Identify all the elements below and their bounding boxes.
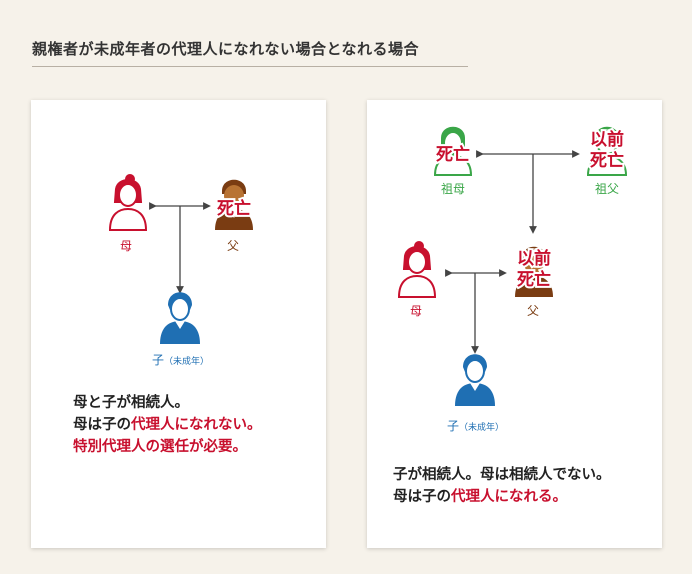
child-note: （未成年） (459, 421, 504, 433)
father-status: 死亡 (217, 198, 251, 219)
father-label: 父 (227, 239, 239, 253)
mother-label: 母 (120, 239, 132, 253)
father-status-1: 以前 (517, 248, 551, 269)
panel-cannot-be-representative: 母 死亡 父 子 （未成年） 母と子が相続人。 母は子の代理人になれない。 特別… (31, 100, 326, 548)
grandfather-icon (586, 126, 628, 176)
summary-left: 母と子が相続人。 母は子の代理人になれない。 特別代理人の選任が必要。 (73, 392, 262, 458)
child-icon (160, 292, 200, 344)
family-tree-right: 死亡 祖母 以前 死亡 祖父 母 以前 死亡 父 (397, 126, 628, 433)
summary-line: 母と子が相続人。 (73, 395, 189, 411)
grandfather-label: 祖父 (595, 181, 619, 196)
father-icon (215, 179, 253, 230)
mother-icon (397, 241, 437, 298)
child-label: 子 (447, 419, 459, 433)
mother-label: 母 (410, 304, 422, 318)
summary-line: 母は子の代理人になれる。 (393, 486, 611, 508)
title-divider (32, 66, 468, 67)
summary-highlight: 代理人になれる。 (451, 489, 567, 505)
summary-line: 母は子の代理人になれない。 (73, 414, 262, 436)
grandfather-status-2: 死亡 (590, 150, 624, 171)
summary-right: 子が相続人。母は相続人でない。 母は子の代理人になれる。 (393, 464, 611, 508)
family-tree-left: 母 死亡 父 子 （未成年） (108, 174, 253, 367)
child-icon (455, 354, 495, 406)
grandfather-status-1: 以前 (590, 129, 624, 150)
summary-line: 子が相続人。母は相続人でない。 (393, 467, 611, 483)
father-label: 父 (527, 304, 539, 318)
summary-highlight: 代理人になれない。 (131, 417, 262, 433)
summary-highlight: 特別代理人の選任が必要。 (73, 439, 247, 455)
grandmother-label: 祖母 (441, 181, 465, 196)
summary-text: 母は子の (73, 417, 131, 433)
page-title: 親権者が未成年者の代理人になれない場合となれる場合 (32, 40, 420, 58)
summary-text: 母は子の (393, 489, 451, 505)
child-note: （未成年） (164, 355, 209, 367)
panel-can-be-representative: 死亡 祖母 以前 死亡 祖父 母 以前 死亡 父 (367, 100, 662, 548)
grandmother-status: 死亡 (436, 144, 470, 165)
mother-icon (108, 174, 148, 231)
father-status-2: 死亡 (517, 269, 551, 290)
father-icon (515, 246, 553, 297)
child-label: 子 (152, 353, 164, 367)
grandmother-icon (433, 126, 473, 176)
